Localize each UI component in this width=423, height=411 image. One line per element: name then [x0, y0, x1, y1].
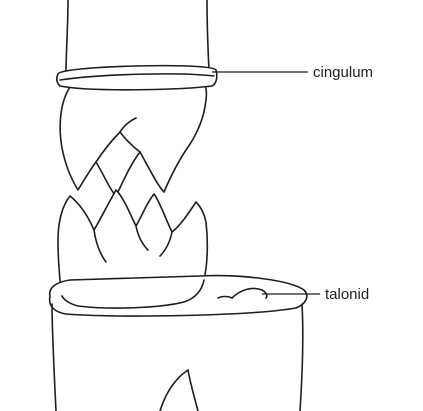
upper-tooth-root	[66, 0, 209, 72]
upper-tooth-crown	[60, 82, 206, 196]
talonid-label: talonid	[325, 286, 369, 303]
cingulum-band	[57, 66, 217, 90]
cingulum-label: cingulum	[313, 64, 373, 81]
lower-tooth-base	[50, 276, 307, 411]
